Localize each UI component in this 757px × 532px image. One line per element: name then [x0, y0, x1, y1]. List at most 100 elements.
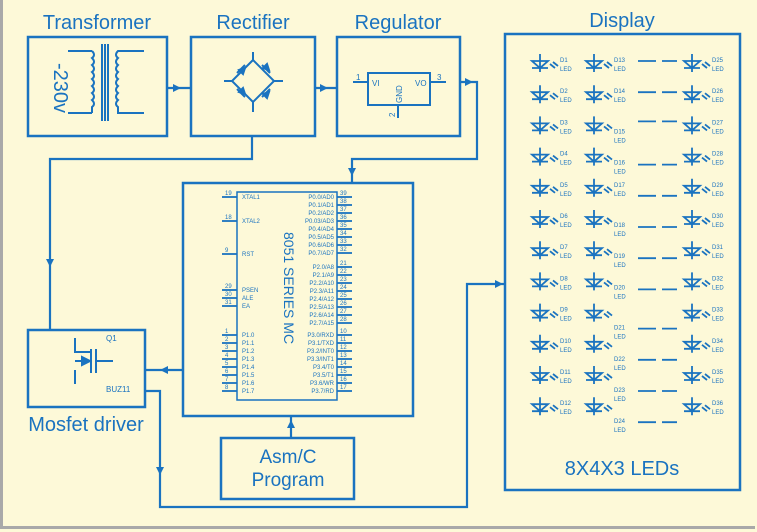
pin-number: 23 [340, 277, 347, 283]
pin-name: P0.03/AD3 [305, 219, 335, 225]
led-type: LED [614, 428, 626, 434]
pin-name: P1.0 [242, 333, 255, 339]
led-icon [681, 178, 711, 197]
led-icon [681, 241, 711, 260]
regulator-pin-gnd: 2 [388, 112, 397, 117]
mosfet-block [26, 328, 147, 409]
led-type: LED [614, 232, 626, 238]
pin-number: 28 [340, 317, 347, 323]
led-ref: D1 [560, 58, 568, 64]
led-ref: D10 [560, 339, 572, 345]
led-type: LED [560, 67, 572, 73]
led-ref: D31 [712, 245, 724, 251]
pin-number: 29 [225, 284, 232, 290]
program-line1: Asm/C [260, 447, 317, 468]
pin-name: P3.7/RD [311, 389, 334, 395]
led-icon [681, 147, 711, 166]
led-icon [681, 116, 711, 135]
led-icon [583, 334, 613, 353]
led-ref: D15 [614, 129, 626, 135]
pin-name: P1.7 [242, 389, 255, 395]
led-type: LED [712, 379, 724, 385]
led-grid: D1LEDD2LEDD3LEDD4LEDD5LEDD6LEDD7LEDD8LED… [529, 54, 724, 434]
pin-number: 8 [225, 385, 229, 391]
led-ref: D7 [560, 245, 568, 251]
pin-name: P3.5/T1 [313, 373, 335, 379]
pin-name: P1.3 [242, 357, 255, 363]
mcu-pin-p12: 3P1.2 [222, 345, 255, 355]
mcu-block [181, 181, 415, 418]
mcu-pin-p13: 4P1.3 [222, 353, 255, 363]
mcu-pin-p10: 1P1.0 [222, 329, 255, 339]
led-icon [681, 334, 711, 353]
pin-name: RST [242, 252, 254, 258]
led-ref: D3 [560, 120, 568, 126]
pin-name: XTAL1 [242, 195, 261, 201]
mcu-pin-p11: 2P1.1 [222, 337, 255, 347]
led-type: LED [614, 98, 626, 104]
led-icon [529, 303, 559, 322]
pin-number: 33 [340, 239, 347, 245]
led-type: LED [614, 397, 626, 403]
led-icon [583, 147, 613, 166]
bridge-rectifier-icon [224, 52, 283, 112]
pin-name: P0.7/AD7 [308, 251, 334, 257]
led-icon [681, 272, 711, 291]
led-type: LED [614, 294, 626, 300]
pin-number: 22 [340, 269, 347, 275]
led-type: LED [560, 161, 572, 167]
pin-number: 13 [340, 353, 347, 359]
pin-name: P0.0/AD0 [308, 195, 334, 201]
wire-mosfet-display [145, 282, 505, 509]
led-type: LED [712, 285, 724, 291]
mcu-left-pins: 19XTAL118XTAL29RST29PSEN30ALE31EA1P1.02P… [222, 191, 261, 395]
program-line2: Program [252, 470, 325, 491]
led-ref: D24 [614, 419, 626, 425]
led-type: LED [614, 192, 626, 198]
mosfet-icon [74, 338, 113, 384]
led-type: LED [712, 348, 724, 354]
display-block [503, 32, 742, 492]
arrow-icon [173, 84, 181, 92]
led-type: LED [560, 192, 572, 198]
pin-name: P3.1/TXD [308, 341, 335, 347]
pin-name: P2.5/A13 [309, 305, 334, 311]
pin-number: 31 [225, 300, 232, 306]
pin-name: P2.0/A8 [313, 265, 335, 271]
led-type: LED [712, 67, 724, 73]
pin-number: 16 [340, 377, 347, 383]
led-ref: D16 [614, 161, 626, 167]
pin-number: 12 [340, 345, 347, 351]
led-type: LED [712, 161, 724, 167]
pin-name: PSEN [242, 288, 258, 294]
transformer-voltage: -230v [49, 63, 71, 113]
led-ref: D17 [614, 183, 626, 189]
led-type: LED [712, 410, 724, 416]
pin-name: P0.6/AD6 [308, 243, 334, 249]
led-icon [583, 303, 613, 322]
led-icon [529, 241, 559, 260]
pin-name: P3.6/WR [310, 381, 335, 387]
